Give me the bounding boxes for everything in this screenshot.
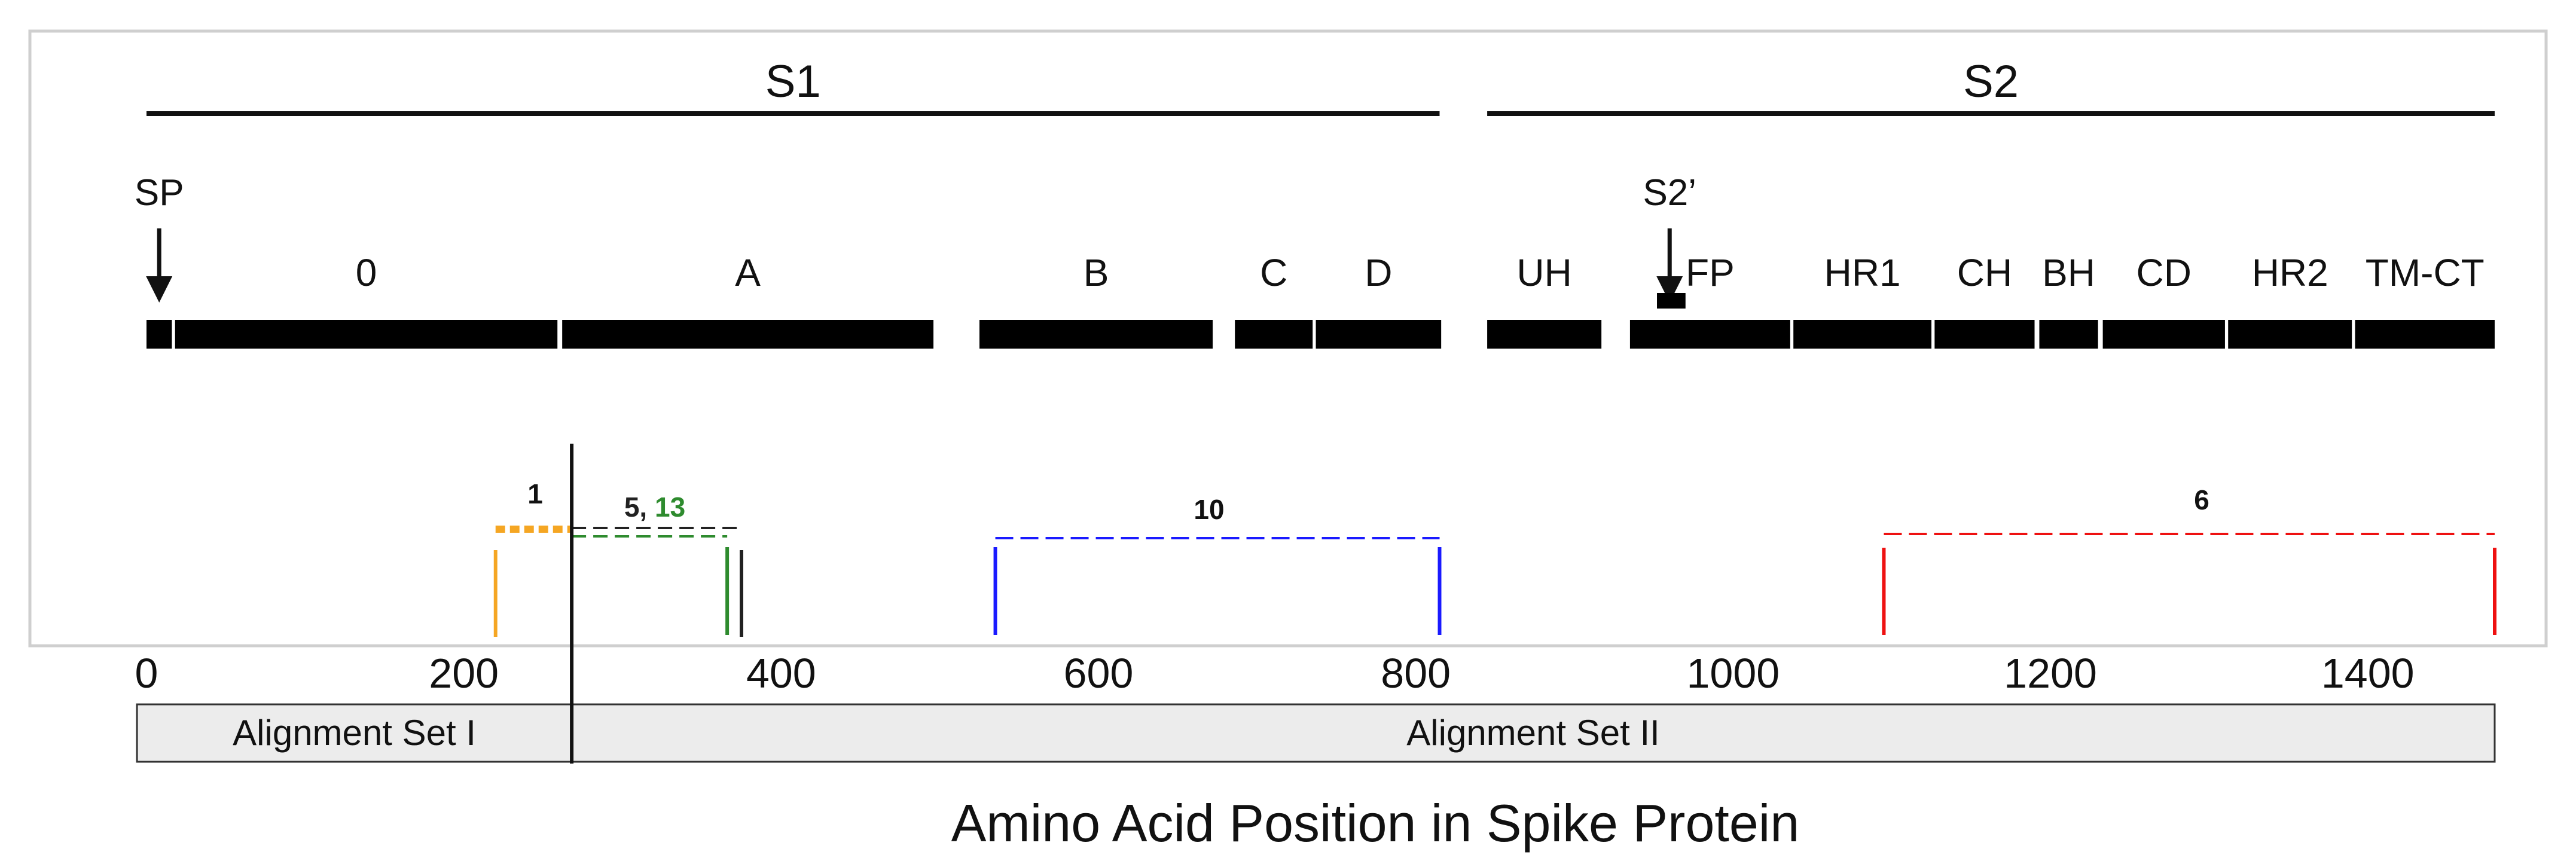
domain-label-bh: BH (2042, 251, 2095, 294)
axis-tick-label-1000: 1000 (1687, 650, 1780, 697)
axis-title: Amino Acid Position in Spike Protein (951, 793, 1800, 853)
domain-bar-0 (175, 320, 558, 349)
axis-tick-label-1400: 1400 (2321, 650, 2415, 697)
fragment-label-10: 10 (1194, 494, 1224, 525)
domain-label-cd: CD (2137, 251, 2192, 294)
domain-label-fp: FP (1686, 251, 1735, 294)
fragment-label-13: 13 (655, 491, 685, 523)
domain-bar-start (146, 320, 172, 349)
domain-bar-ch (1934, 320, 2035, 349)
fragment-layer: 1 5, 13 10 6 (493, 478, 2496, 637)
axis-tick-label-0: 0 (135, 650, 158, 697)
domain-bar-tm-ct (2355, 320, 2495, 349)
region-label-s1: S1 (765, 56, 821, 107)
domain-label-hr1: HR1 (1824, 251, 1901, 294)
domain-bar-cd (2102, 320, 2225, 349)
axis-tick-label-1200: 1200 (2004, 650, 2097, 697)
axis-tick-label-800: 800 (1381, 650, 1451, 697)
alignment-set-label-1: Alignment Set I (233, 713, 476, 753)
region-layer: S1 S2 (146, 56, 2495, 116)
domain-bar-b (979, 320, 1213, 349)
s2-prime-site-bar (1657, 293, 1686, 309)
domain-label-ch: CH (1957, 251, 2012, 294)
marker-2-label: S2’ (1643, 172, 1696, 213)
domain-bar-d (1316, 320, 1442, 349)
domain-bar-c (1235, 320, 1313, 349)
domain-bar-fp (1629, 320, 1790, 349)
region-label-s2: S2 (1963, 56, 2019, 107)
domain-label-d: D (1365, 251, 1392, 294)
alignment-set-label-2: Alignment Set II (1406, 713, 1660, 753)
fragment-label-6: 6 (2194, 484, 2209, 515)
fragment-label-5: 5 (624, 491, 640, 523)
domain-label-uh: UH (1516, 251, 1571, 294)
domain-bar-bh (2039, 320, 2098, 349)
marker-layer: SP S2’ (135, 172, 1696, 303)
axis-tick-label-200: 200 (429, 650, 499, 697)
domain-label-c: C (1260, 251, 1287, 294)
domain-label-0: 0 (356, 251, 377, 294)
domain-bar-a (562, 320, 934, 349)
marker-1-label: SP (135, 172, 184, 213)
axis-layer: 0 200 400 600 800 1000 1200 1400 (135, 650, 2415, 697)
fragment-label-group: 5, 13 (624, 491, 685, 523)
domain-label-a: A (735, 251, 761, 294)
fragment-label-1: 1 (527, 478, 543, 509)
domain-bar-hr2 (2228, 320, 2352, 349)
axis-tick-label-400: 400 (746, 650, 816, 697)
fragment-label-separator: , (639, 491, 655, 523)
domain-label-hr2: HR2 (2252, 251, 2328, 294)
alignment-set-layer: Alignment Set I Alignment Set II (136, 703, 2496, 763)
domain-label-b: B (1083, 251, 1109, 294)
domain-bar-hr1 (1793, 320, 1932, 349)
marker-2-arrow-head (1656, 276, 1683, 303)
alignment-set-box-1 (136, 703, 573, 763)
marker-1-arrow-head (146, 276, 173, 303)
domain-label-tm-ct: TM-CT (2366, 251, 2485, 294)
domain-bar-uh (1487, 320, 1602, 349)
axis-tick-label-600: 600 (1064, 650, 1134, 697)
